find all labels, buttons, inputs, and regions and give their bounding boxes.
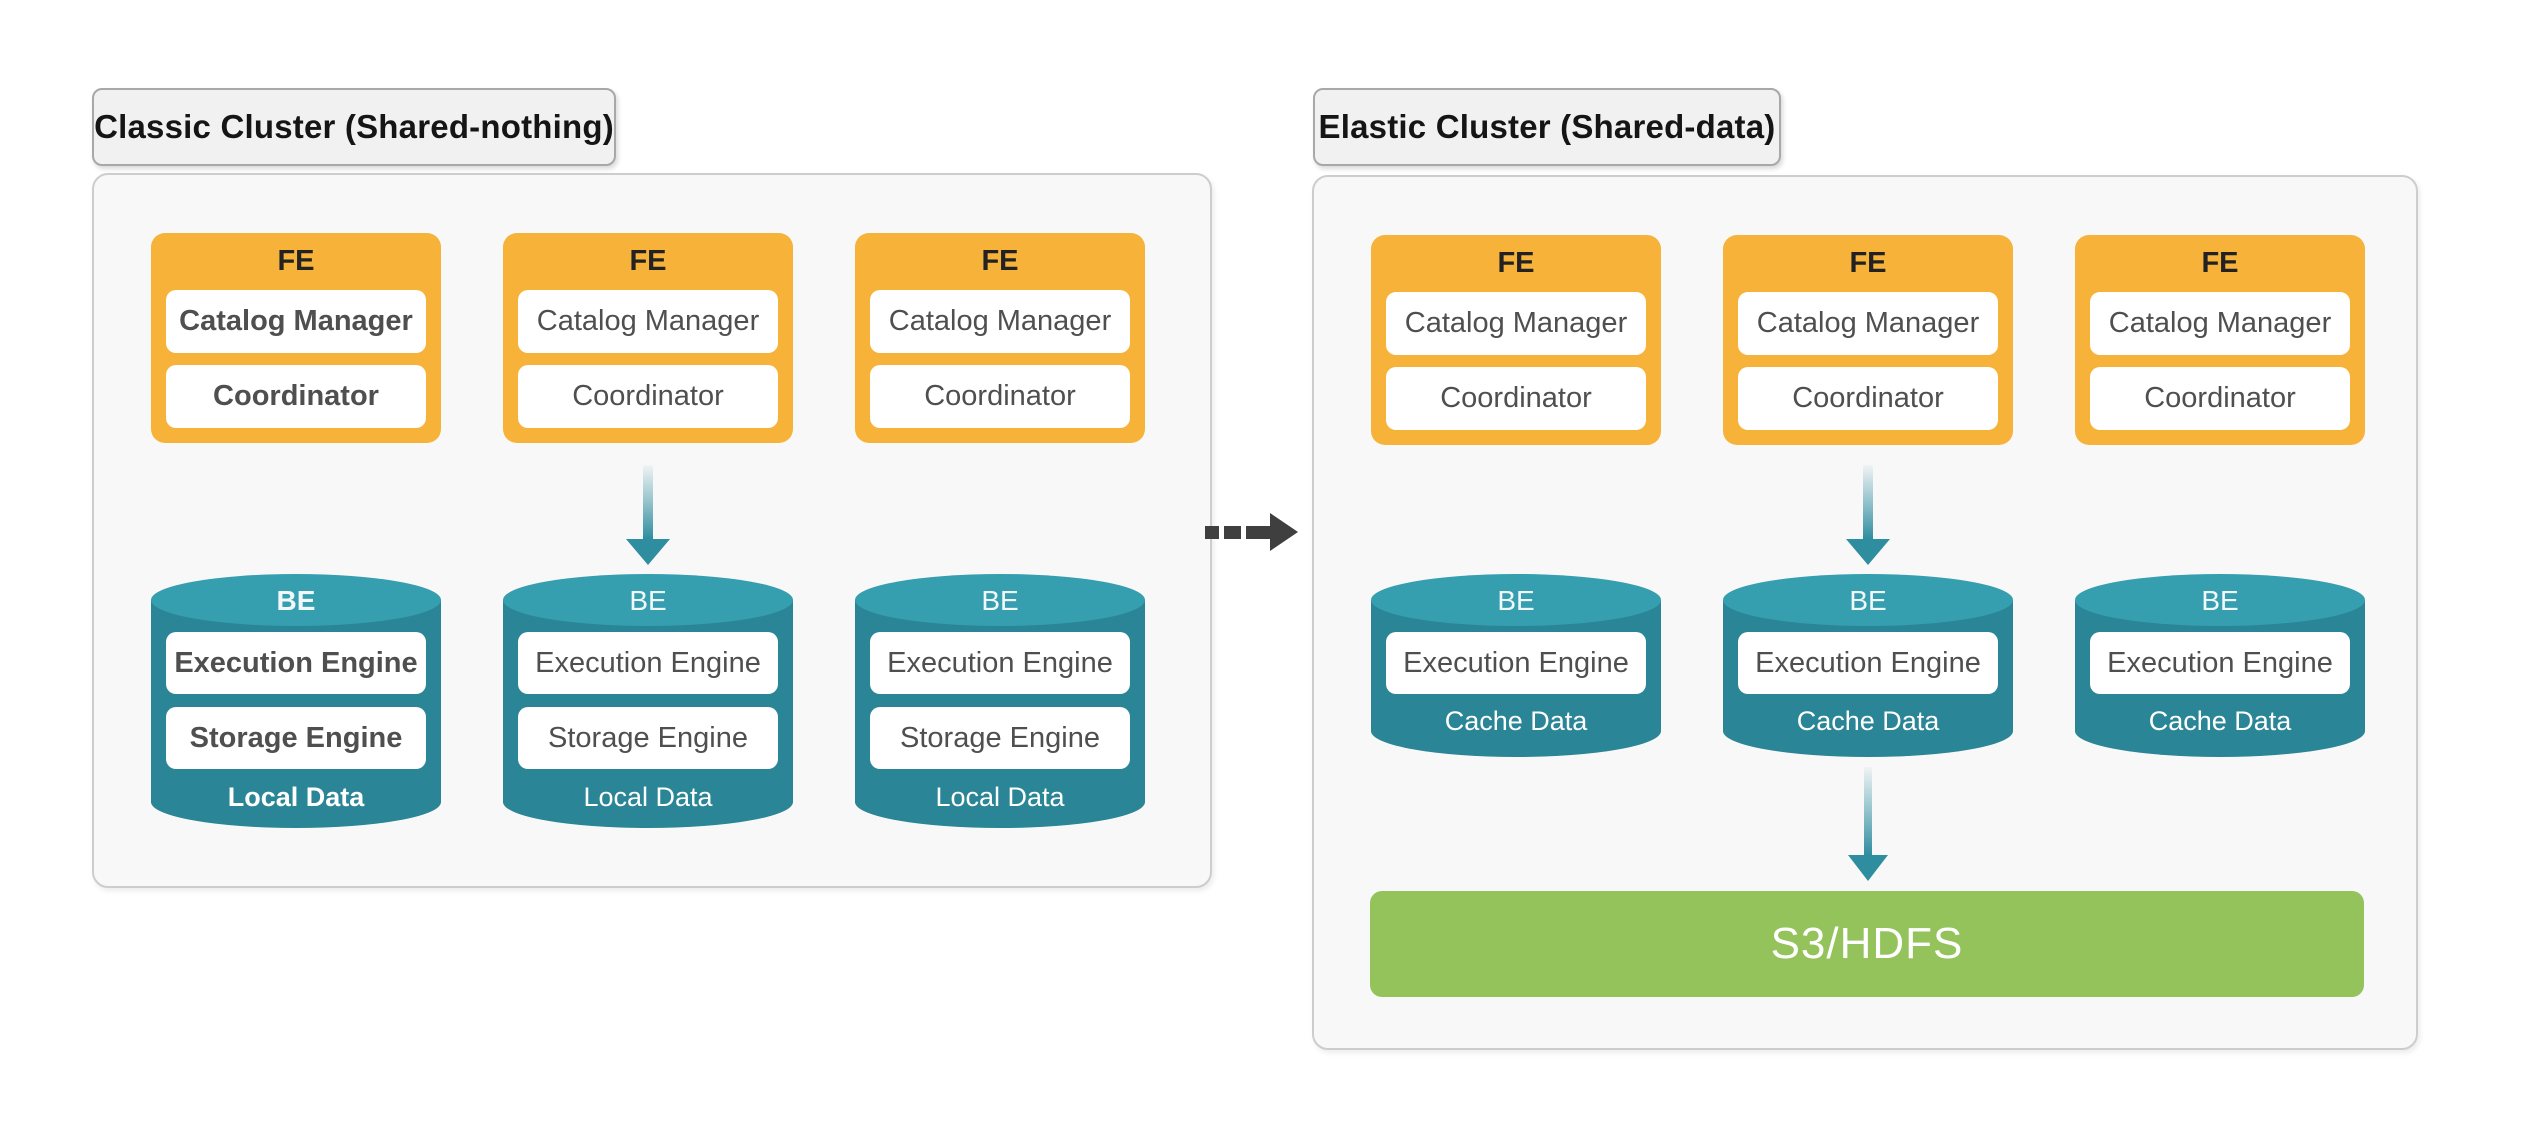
fe-component-catalog-manager: Catalog Manager	[518, 290, 778, 353]
fe-node: FE Catalog Manager Coordinator	[503, 233, 793, 443]
cylinder-top	[855, 574, 1145, 626]
be-to-storage-arrow-icon	[1848, 767, 1888, 881]
fe-component-catalog-manager: Catalog Manager	[1738, 292, 1998, 355]
elastic-cluster-title-badge: Elastic Cluster (Shared-data)	[1313, 88, 1781, 166]
fe-component-coordinator: Coordinator	[166, 365, 426, 428]
arrow-shaft	[643, 465, 653, 539]
fe-component-coordinator: Coordinator	[1738, 367, 1998, 430]
be-component-execution-engine: Execution Engine	[870, 632, 1130, 694]
elastic-cluster-panel: FE Catalog Manager Coordinator FE Catalo…	[1312, 175, 2418, 1050]
be-node: BE Execution Engine Cache Data	[2075, 574, 2365, 757]
fe-to-be-arrow-icon	[1846, 465, 1890, 565]
shared-storage-box: S3/HDFS	[1370, 891, 2364, 997]
arrow-head	[626, 539, 670, 565]
be-node-label: BE	[2201, 585, 2239, 616]
be-node: BE Execution Engine Storage Engine Local…	[151, 574, 441, 828]
fe-node: FE Catalog Manager Coordinator	[1371, 235, 1661, 445]
be-data-label: Cache Data	[1444, 705, 1588, 736]
arrow-dash	[1205, 525, 1219, 539]
arrow-bar	[1246, 525, 1270, 539]
arrow-head	[1848, 855, 1888, 881]
fe-component-catalog-manager: Catalog Manager	[166, 290, 426, 353]
transition-arrow-icon	[1205, 512, 1298, 552]
cylinder-top	[1371, 574, 1661, 626]
fe-to-be-arrow-icon	[626, 465, 670, 565]
arrow-dash	[1224, 525, 1241, 539]
fe-node-label: FE	[1497, 247, 1535, 279]
be-component-storage-engine: Storage Engine	[166, 707, 426, 769]
fe-node-label: FE	[277, 245, 315, 277]
be-data-label: Local Data	[227, 781, 365, 812]
arrow-shaft	[1864, 767, 1872, 855]
be-node-label: BE	[1849, 585, 1887, 616]
fe-component-coordinator: Coordinator	[518, 365, 778, 428]
be-component-execution-engine: Execution Engine	[518, 632, 778, 694]
fe-node-label: FE	[2201, 247, 2239, 279]
fe-node: FE Catalog Manager Coordinator	[855, 233, 1145, 443]
arrow-head	[1270, 513, 1298, 551]
fe-node: FE Catalog Manager Coordinator	[1723, 235, 2013, 445]
fe-component-catalog-manager: Catalog Manager	[1386, 292, 1646, 355]
cylinder-top	[2075, 574, 2365, 626]
fe-node: FE Catalog Manager Coordinator	[151, 233, 441, 443]
fe-component-catalog-manager: Catalog Manager	[2090, 292, 2350, 355]
fe-node: FE Catalog Manager Coordinator	[2075, 235, 2365, 445]
be-component-execution-engine: Execution Engine	[1738, 632, 1998, 694]
be-component-execution-engine: Execution Engine	[166, 632, 426, 694]
be-node: BE Execution Engine Storage Engine Local…	[855, 574, 1145, 828]
be-component-execution-engine: Execution Engine	[2090, 632, 2350, 694]
fe-node-label: FE	[629, 245, 667, 277]
fe-node-label: FE	[981, 245, 1019, 277]
be-node-label: BE	[1497, 585, 1535, 616]
be-node-label: BE	[276, 585, 316, 616]
be-node-label: BE	[629, 585, 667, 616]
be-data-label: Cache Data	[2148, 705, 2292, 736]
shared-storage-label: S3/HDFS	[1770, 919, 1964, 968]
be-node-label: BE	[981, 585, 1019, 616]
fe-component-coordinator: Coordinator	[1386, 367, 1646, 430]
cylinder-top	[1723, 574, 2013, 626]
be-data-label: Cache Data	[1796, 705, 1940, 736]
cylinder-top	[151, 574, 441, 626]
fe-component-coordinator: Coordinator	[870, 365, 1130, 428]
be-node: BE Execution Engine Cache Data	[1371, 574, 1661, 757]
arrow-shaft	[1863, 465, 1873, 539]
fe-component-coordinator: Coordinator	[2090, 367, 2350, 430]
be-node: BE Execution Engine Cache Data	[1723, 574, 2013, 757]
be-component-storage-engine: Storage Engine	[518, 707, 778, 769]
be-component-execution-engine: Execution Engine	[1386, 632, 1646, 694]
arrow-head	[1846, 539, 1890, 565]
be-component-storage-engine: Storage Engine	[870, 707, 1130, 769]
fe-node-label: FE	[1849, 247, 1887, 279]
cylinder-top	[503, 574, 793, 626]
be-data-label: Local Data	[935, 781, 1065, 812]
be-data-label: Local Data	[583, 781, 713, 812]
classic-cluster-title-badge: Classic Cluster (Shared-nothing)	[92, 88, 616, 166]
be-node: BE Execution Engine Storage Engine Local…	[503, 574, 793, 828]
fe-component-catalog-manager: Catalog Manager	[870, 290, 1130, 353]
classic-cluster-panel: FE Catalog Manager Coordinator FE Catalo…	[92, 173, 1212, 888]
